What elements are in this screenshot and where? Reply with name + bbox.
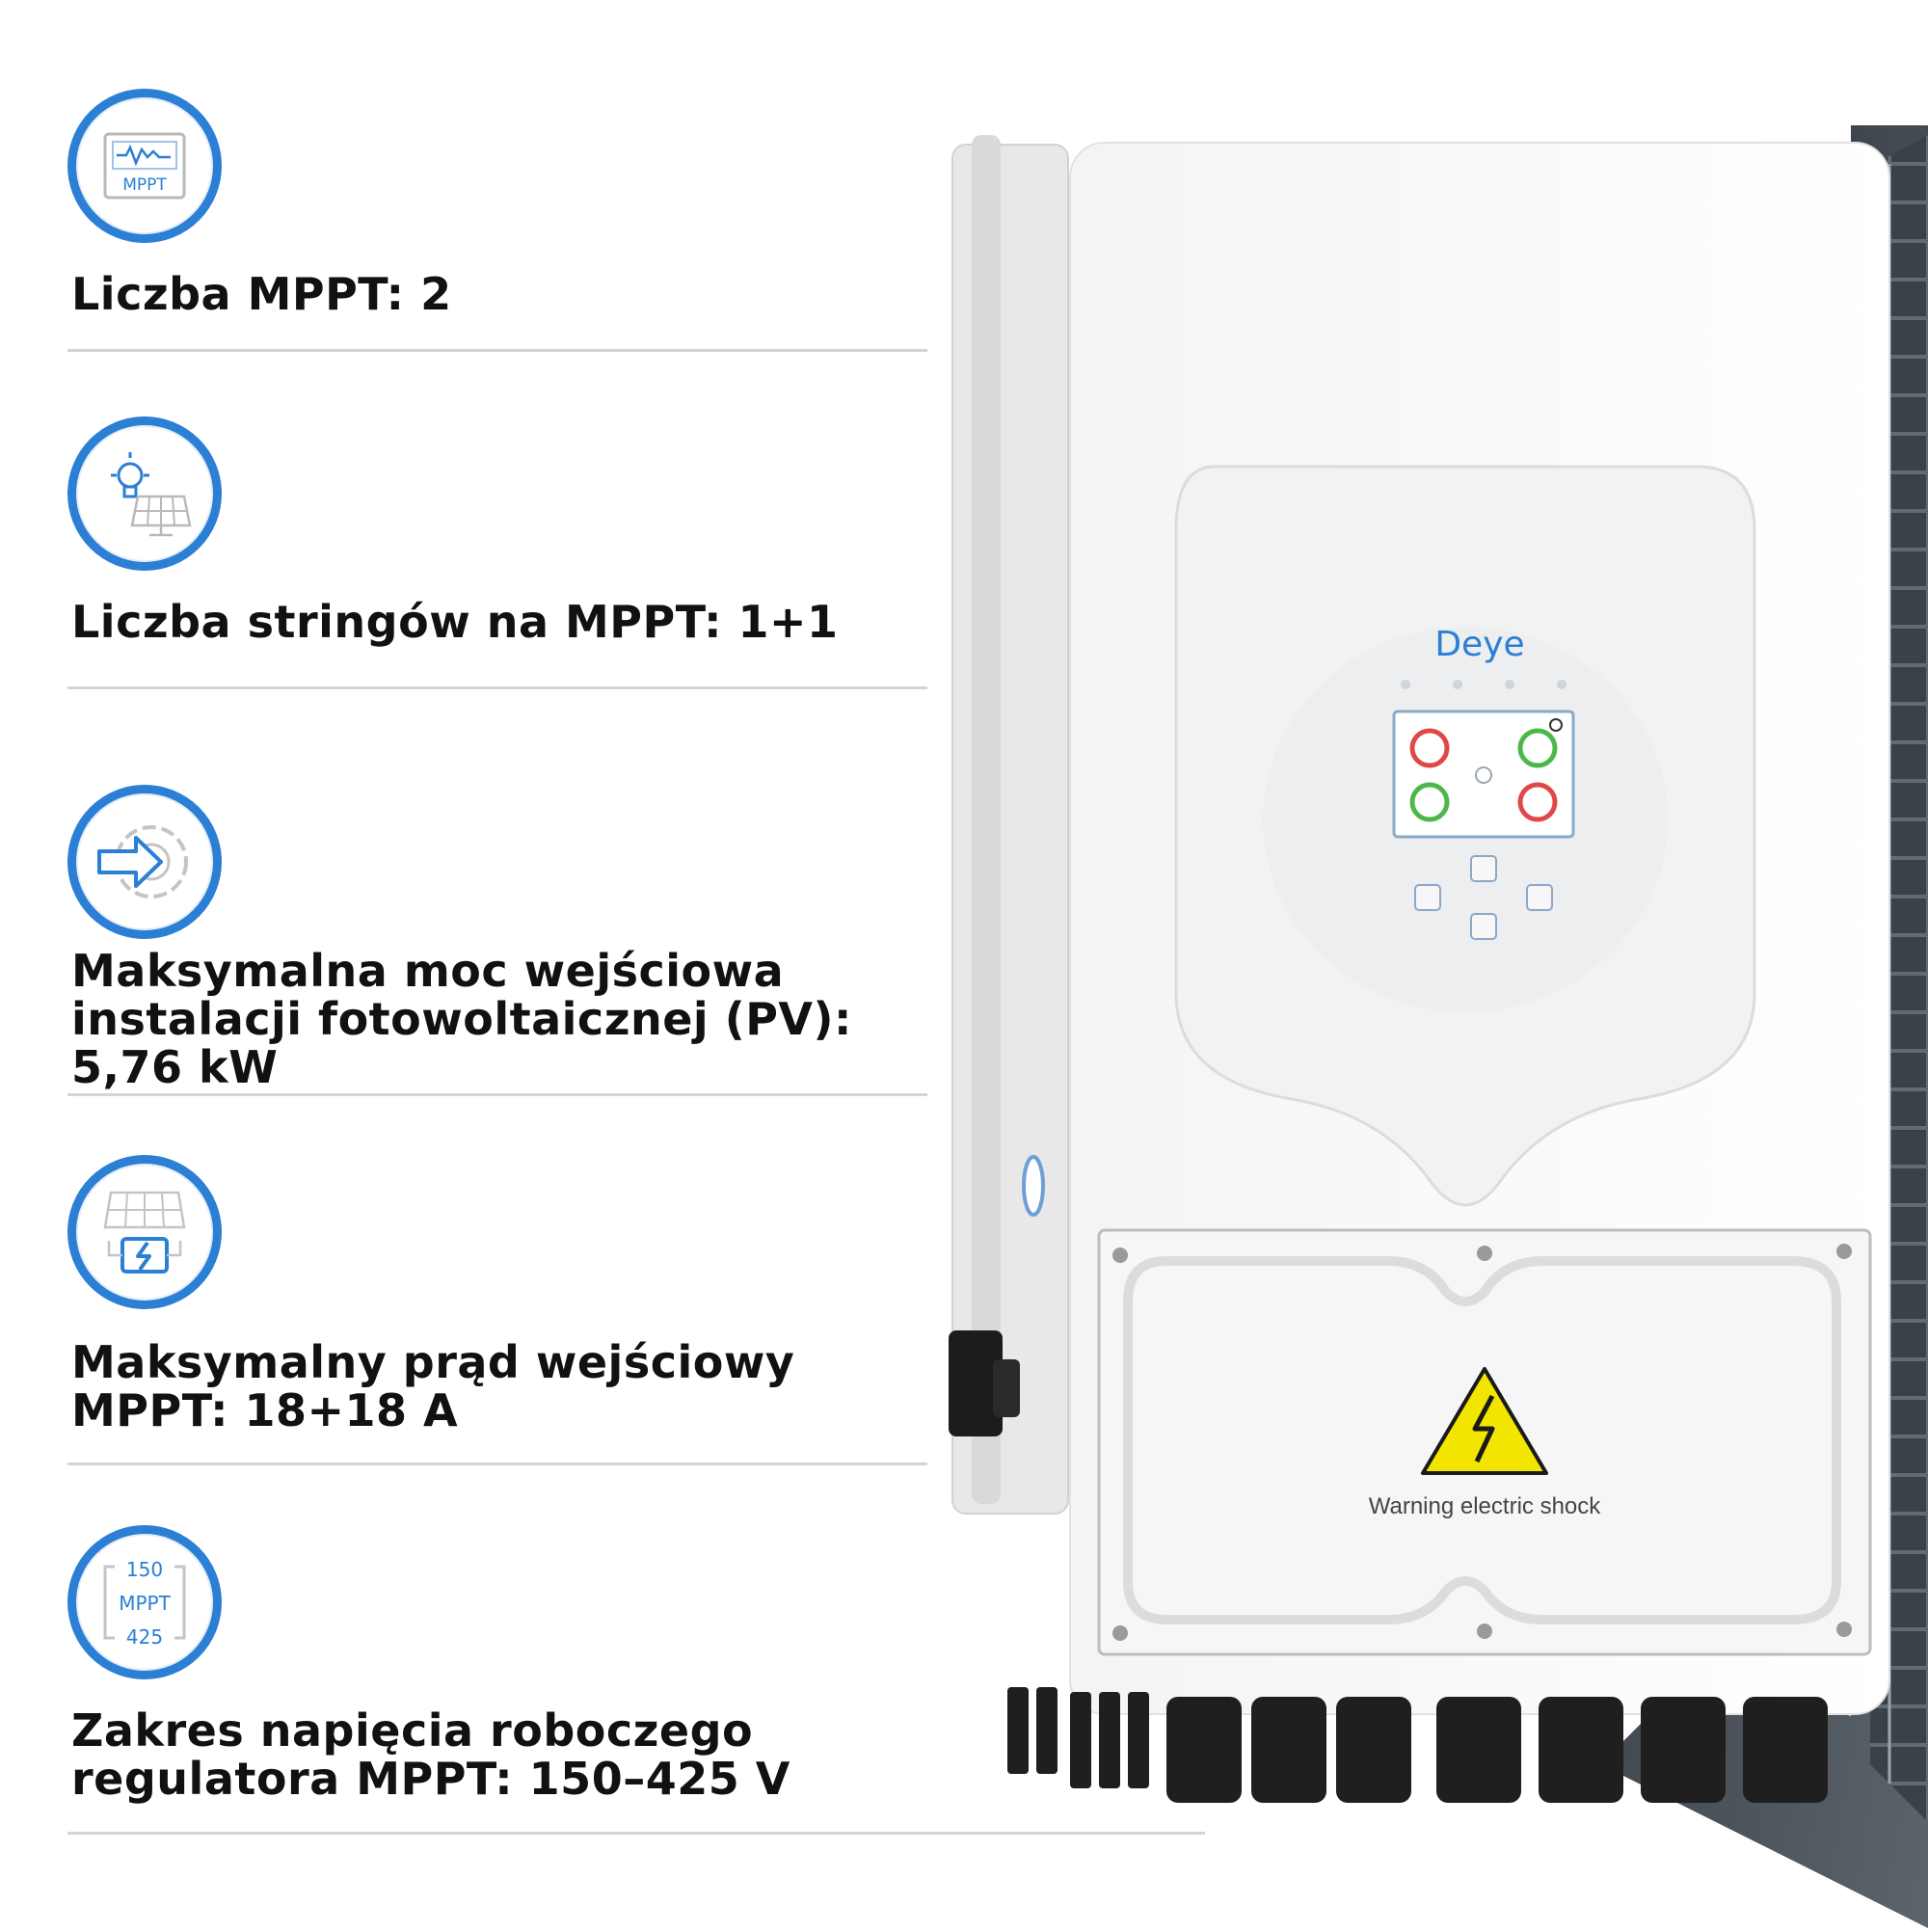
inverter-illustration: Deye	[949, 87, 1928, 1928]
range-mppt-label: MPPT	[119, 1592, 171, 1615]
range-min-label: 150	[126, 1558, 163, 1581]
feature-mppt-voltage-range: 150 MPPT 425 Zakres napięcia roboczego r…	[67, 1525, 935, 1814]
solar-panel-battery-icon	[67, 1155, 222, 1309]
feature-strings-per-mppt: Liczba stringów na MPPT: 1+1	[67, 416, 935, 648]
brand-logo: Deye	[1434, 625, 1524, 664]
warning-label: Warning electric shock	[1369, 1493, 1602, 1519]
esc-button[interactable]	[1414, 884, 1441, 911]
down-button[interactable]	[1470, 913, 1497, 940]
mppt-monitor-icon: MPPT	[67, 89, 222, 243]
mppt-icon-label: MPPT	[122, 175, 167, 195]
range-max-label: 425	[126, 1625, 163, 1649]
divider	[67, 686, 927, 689]
up-button[interactable]	[1470, 855, 1497, 882]
feature-text: Zakres napięcia roboczego regulatora MPP…	[71, 1704, 790, 1805]
feature-text: Maksymalna moc wejściowa instalacji foto…	[71, 945, 852, 1093]
arrow-gear-icon	[67, 785, 222, 939]
status-leds	[1401, 680, 1566, 689]
feature-text: Liczba MPPT: 2	[71, 268, 452, 320]
feature-mppt-count: MPPT Liczba MPPT: 2	[67, 89, 935, 320]
divider	[67, 1093, 927, 1096]
power-button[interactable]	[1022, 1155, 1045, 1217]
feature-text: Liczba stringów na MPPT: 1+1	[71, 596, 839, 648]
bottom-connectors	[1007, 1687, 1828, 1803]
lightning-icon	[1472, 1394, 1495, 1463]
inverter-product-image: Deye	[925, 87, 1928, 1928]
bulb-solar-panel-icon	[67, 416, 222, 571]
enter-button[interactable]	[1526, 884, 1553, 911]
divider	[67, 1832, 1205, 1835]
feature-max-pv-power: Maksymalna moc wejściowa instalacji foto…	[67, 785, 935, 1093]
divider	[67, 1462, 927, 1465]
dc-switch[interactable]	[949, 1330, 1003, 1436]
voltage-range-icon: 150 MPPT 425	[67, 1525, 222, 1679]
feature-max-input-current: Maksymalny prąd wejściowy MPPT: 18+18 A	[67, 1155, 935, 1444]
control-buttons	[1414, 855, 1553, 940]
divider	[67, 349, 927, 352]
warning-triangle-icon	[1421, 1367, 1548, 1475]
feature-text: Maksymalny prąd wejściowy MPPT: 18+18 A	[71, 1336, 795, 1436]
lcd-screen	[1392, 710, 1575, 839]
